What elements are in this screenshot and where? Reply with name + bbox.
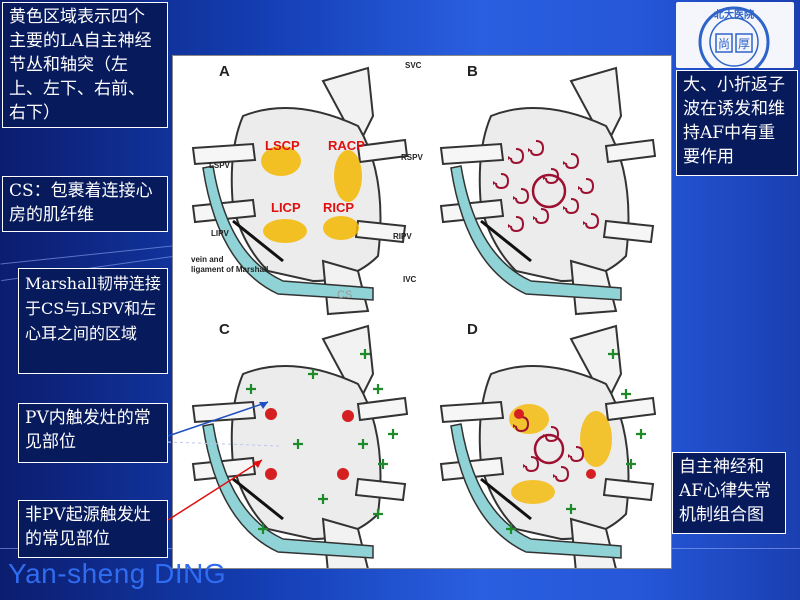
hospital-logo: 北大医院 尚 厚 — [676, 2, 794, 78]
label-svc: SVC — [405, 61, 422, 70]
label-ripv: RIPV — [393, 232, 412, 241]
note-marshall: Marshall韧带连接于CS与LSPV和左心耳之间的区域 — [18, 268, 168, 374]
panel-c-label: C — [219, 321, 230, 338]
atrium-figure: A LSCP RACP LICP RICP SVC LSPV RSPV LIPV… — [172, 55, 672, 574]
panel-b: B — [439, 63, 657, 316]
atrium-diagram: A LSCP RACP LICP RICP SVC LSPV RSPV LIPV… — [191, 61, 657, 574]
panel-a: A LSCP RACP LICP RICP SVC LSPV RSPV LIPV… — [191, 61, 423, 316]
ganglion-racp: RACP — [328, 138, 365, 153]
note-ganglia: 黄色区域表示四个主要的LA自主神经节丛和轴突（左上、左下、右前、右下） — [2, 2, 168, 128]
panel-d: D — [439, 321, 657, 574]
presenter-name: Yan-sheng DING — [8, 558, 227, 589]
logo-char-1: 尚 — [718, 37, 730, 51]
logo-char-2: 厚 — [738, 37, 750, 51]
panel-a-label: A — [219, 63, 230, 80]
label-lspv: LSPV — [209, 161, 231, 170]
note-reentry: 大、小折返子波在诱发和维持AF中有重要作用 — [676, 70, 798, 176]
note-cs: CS：包裹着连接心房的肌纤维 — [2, 176, 168, 232]
logo-text: 北大医院 — [714, 8, 754, 21]
label-marshall-2: ligament of Marshall — [191, 265, 268, 274]
note-non-pv-triggers: 非PV起源触发灶的常见部位 — [18, 500, 168, 558]
label-lipv: LIPV — [211, 229, 229, 238]
note-pv-triggers: PV内触发灶的常见部位 — [18, 403, 168, 463]
panel-d-label: D — [467, 321, 478, 338]
ganglion-ricp: RICP — [323, 200, 354, 215]
ganglion-lscp: LSCP — [265, 138, 300, 153]
label-ivc: IVC — [403, 275, 417, 284]
label-rspv: RSPV — [401, 153, 423, 162]
label-marshall-1: vein and — [191, 255, 224, 264]
panel-c: C — [191, 321, 409, 574]
label-cs: CS — [337, 289, 352, 301]
note-figure-caption: 自主神经和AF心律失常机制组合图 — [672, 452, 786, 534]
panel-b-label: B — [467, 63, 478, 80]
ganglion-licp: LICP — [271, 200, 301, 215]
